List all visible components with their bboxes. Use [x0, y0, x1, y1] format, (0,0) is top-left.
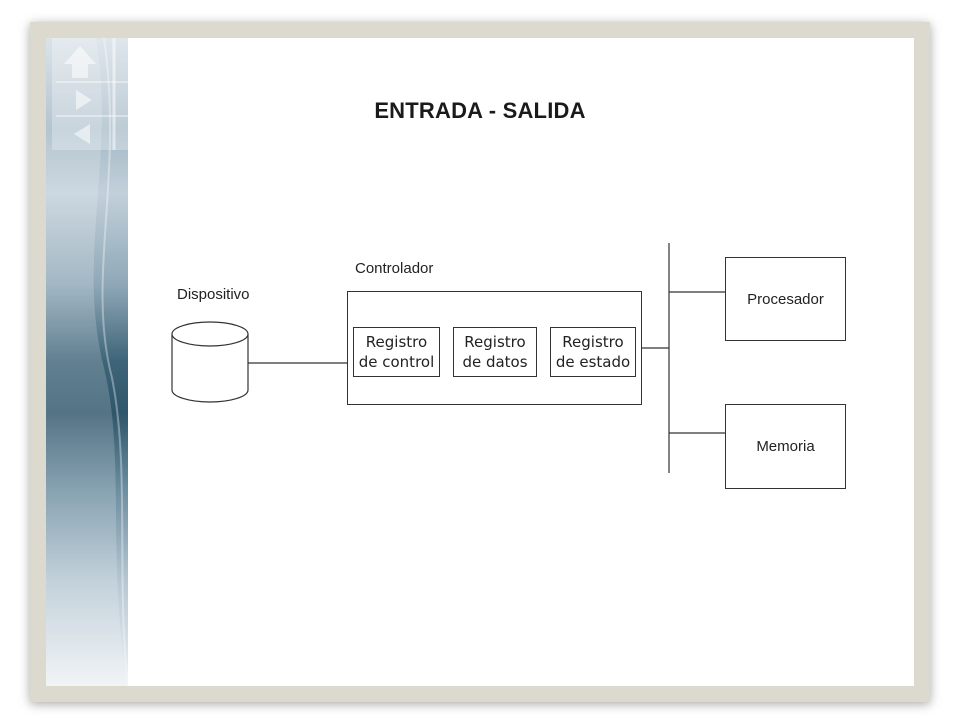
register-data: Registro de datos [453, 327, 537, 377]
memory-box: Memoria [725, 404, 846, 489]
register-control: Registro de control [353, 327, 440, 377]
register-control-line2: de control [358, 353, 435, 371]
decorative-arrows [56, 38, 128, 150]
slide-title: ENTRADA - SALIDA [374, 98, 586, 123]
decorative-curve [46, 38, 128, 686]
controller-label: Controlador [355, 260, 434, 277]
device-cylinder-icon [171, 321, 249, 403]
device-label: Dispositivo [177, 286, 250, 303]
diagram-connections [171, 243, 725, 473]
register-status-line2: de estado [555, 353, 631, 371]
register-data-line1: Registro [464, 333, 526, 351]
slide: ENTRADA - SALIDA Dispositivo Controlador [46, 38, 914, 686]
register-status-line1: Registro [562, 333, 624, 351]
register-control-line1: Registro [365, 333, 428, 351]
register-status: Registro de estado [550, 327, 636, 377]
register-data-line2: de datos [462, 353, 528, 371]
processor-box: Procesador [725, 257, 846, 341]
